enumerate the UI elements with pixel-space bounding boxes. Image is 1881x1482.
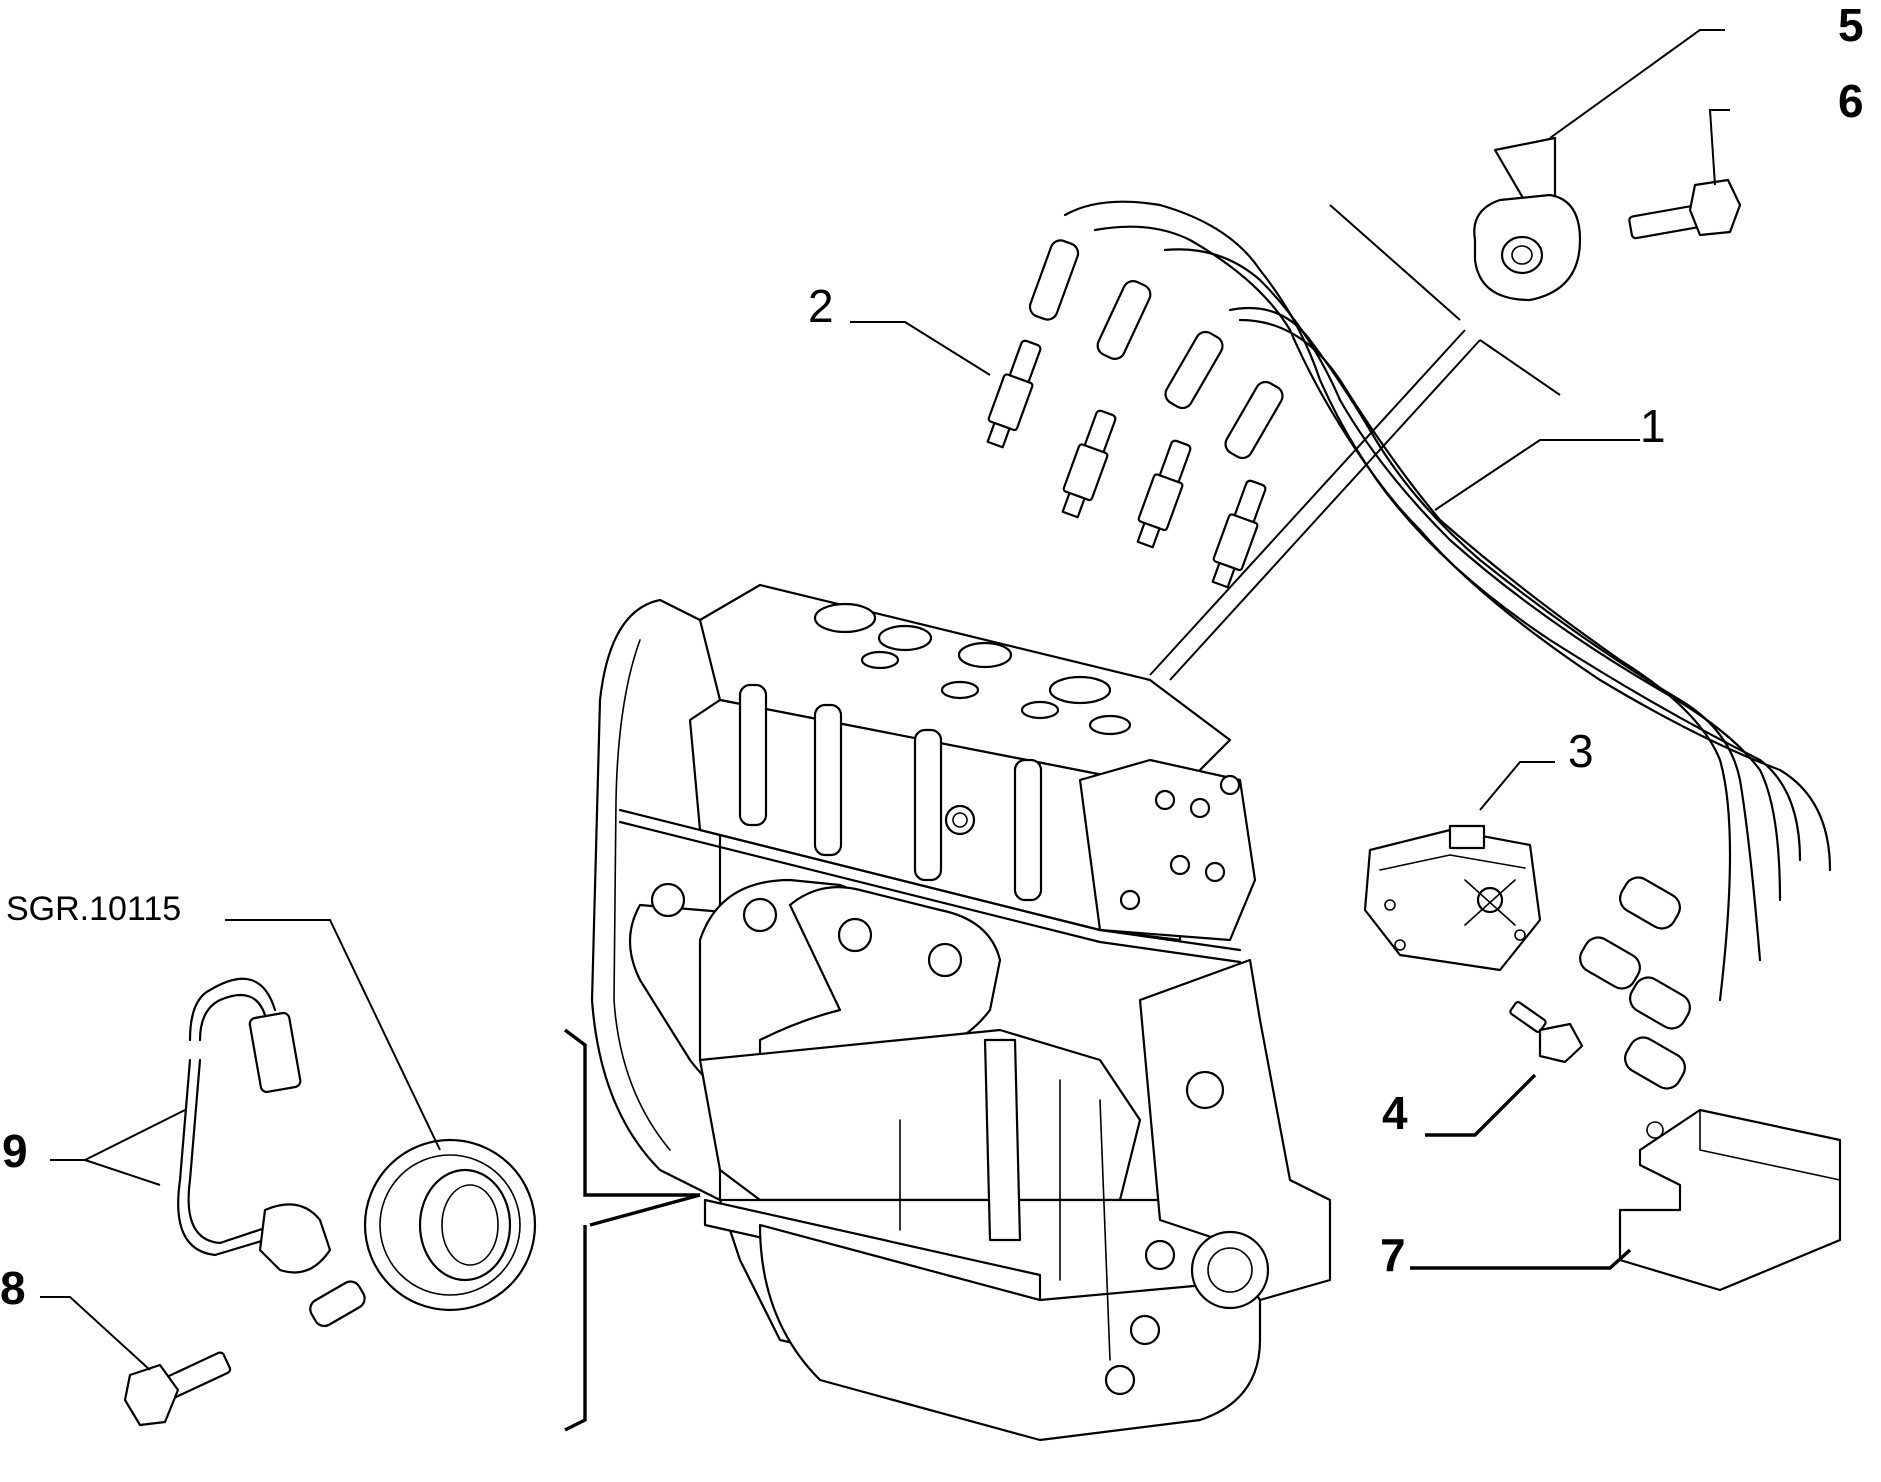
part-5-knock-sensor — [1473, 136, 1582, 302]
callout-4: 4 — [1382, 1087, 1408, 1139]
part-8-bolt — [123, 1351, 232, 1427]
crank-sprocket — [363, 1138, 537, 1312]
drawing-reference: SGR.10115 — [6, 890, 182, 928]
callout-1: 1 — [1640, 400, 1666, 452]
part-3-ignition-module — [1363, 824, 1542, 972]
callout-6: 6 — [1838, 75, 1864, 127]
part-7-bracket — [1618, 1108, 1842, 1292]
callout-8: 8 — [0, 1262, 26, 1314]
callout-7: 7 — [1380, 1229, 1406, 1281]
part-2-spark-plugs — [986, 339, 1267, 589]
callout-9: 9 — [2, 1125, 28, 1177]
part-9-sensor-harness — [177, 977, 366, 1328]
part-6-bolt — [1628, 178, 1742, 240]
callout-3: 3 — [1568, 725, 1594, 777]
callout-5: 5 — [1838, 0, 1864, 51]
leader-lines — [40, 29, 1730, 1432]
part-1-ignition-cable-set — [1028, 200, 1832, 1090]
part-4-bolt — [1509, 1001, 1584, 1064]
engine-block — [590, 583, 1332, 1442]
callout-2: 2 — [808, 280, 834, 332]
